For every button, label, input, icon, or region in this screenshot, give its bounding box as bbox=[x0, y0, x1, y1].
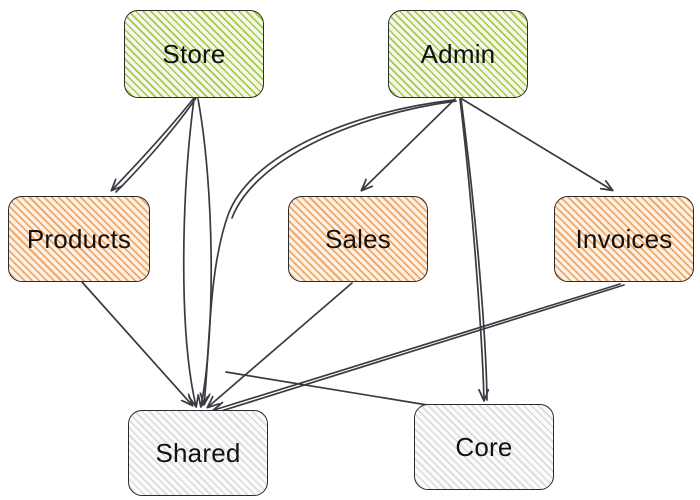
node-invoices-label: Invoices bbox=[575, 223, 673, 254]
node-shared[interactable]: Shared bbox=[128, 410, 268, 496]
edge-admin-sales bbox=[362, 98, 456, 190]
edge-invoices-shared-b bbox=[217, 284, 625, 413]
edge-store-shared-1 bbox=[182, 98, 196, 406]
node-sales[interactable]: Sales bbox=[288, 196, 428, 282]
edge-admin-core-b bbox=[460, 98, 488, 401]
edge-admin-shared-curve-b bbox=[231, 100, 457, 219]
edge-invoices-shared bbox=[214, 283, 621, 410]
node-core-label: Core bbox=[455, 431, 513, 462]
node-store-label: Store bbox=[162, 38, 226, 69]
edge-admin-core bbox=[459, 98, 484, 400]
node-products[interactable]: Products bbox=[8, 196, 150, 282]
edge-sales-shared bbox=[208, 282, 353, 407]
edge-products-shared bbox=[81, 281, 192, 405]
edge-store-products-b bbox=[115, 97, 197, 193]
node-sales-label: Sales bbox=[324, 223, 392, 254]
edge-admin-shared-curve bbox=[204, 99, 455, 404]
edge-admin-invoices bbox=[461, 98, 612, 190]
node-admin[interactable]: Admin bbox=[388, 10, 528, 98]
node-admin-label: Admin bbox=[420, 38, 496, 69]
edge-store-shared-2 bbox=[197, 98, 213, 406]
edge-store-products bbox=[112, 97, 195, 190]
node-core[interactable]: Core bbox=[414, 404, 554, 490]
node-store[interactable]: Store bbox=[124, 10, 264, 98]
node-products-label: Products bbox=[26, 223, 132, 254]
node-shared-label: Shared bbox=[155, 437, 241, 468]
node-invoices[interactable]: Invoices bbox=[554, 196, 694, 282]
